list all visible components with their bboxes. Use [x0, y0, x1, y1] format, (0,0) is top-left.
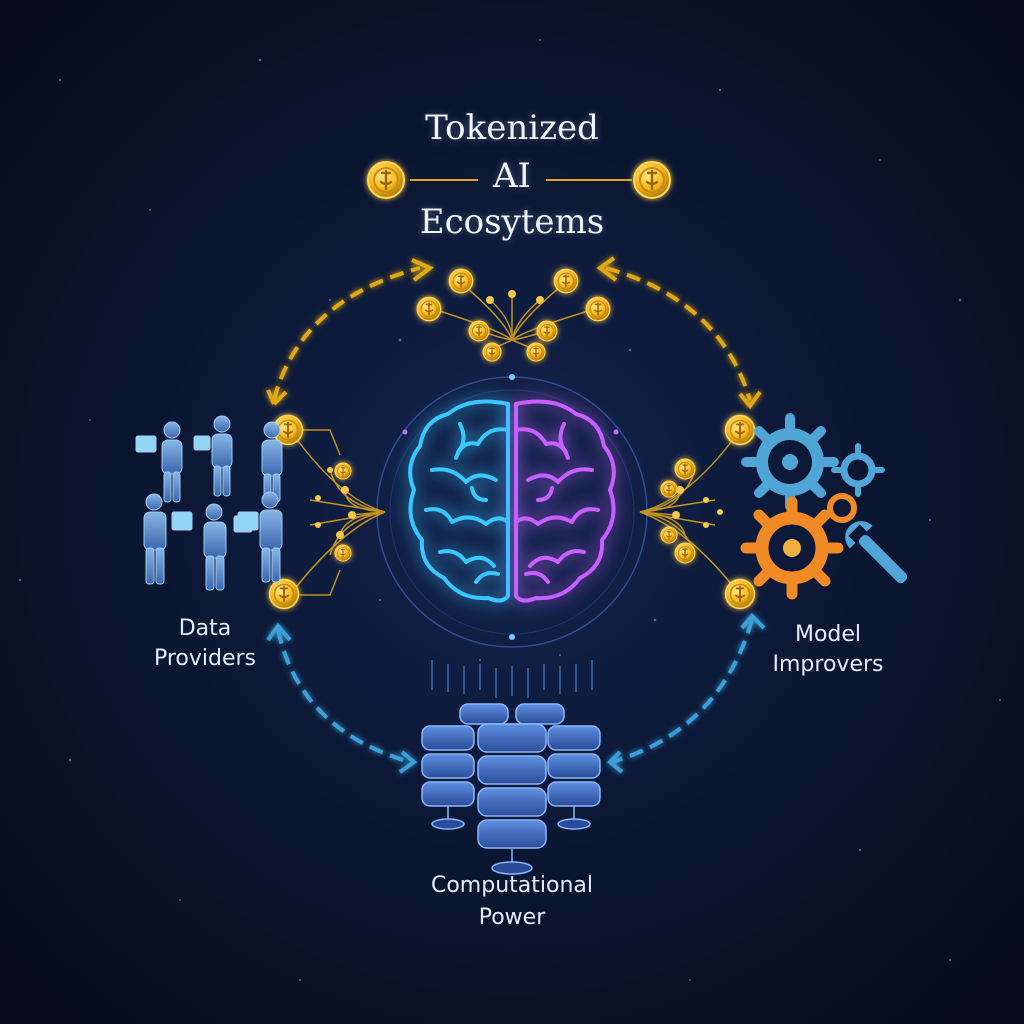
coin-icon: [416, 268, 611, 362]
model-improvers-label: Model Improvers: [772, 622, 884, 677]
server-data-lines: [431, 660, 593, 698]
data-providers-label: Data Providers: [153, 616, 257, 671]
brain-right-hemisphere: [514, 399, 616, 603]
people-icon: [135, 415, 283, 591]
chain-arrows: [266, 256, 766, 774]
brain-left-hemisphere: [408, 399, 510, 603]
title-line-3: Ecosytems: [419, 202, 605, 242]
wrench-icon: [845, 521, 908, 584]
chain-arrow-icon: [611, 619, 754, 764]
person: [135, 421, 183, 503]
token-fan-top: [416, 268, 611, 362]
server-stack: [421, 703, 601, 875]
star-field: [18, 39, 1001, 982]
title-connectors: [366, 160, 672, 200]
gears-icon: [740, 413, 885, 600]
title-line-2: AI: [493, 156, 531, 196]
chain-arrow-icon: [605, 266, 752, 401]
computational-power-label: Computational Power: [430, 873, 593, 930]
person: [261, 421, 283, 503]
chain-arrow-icon: [276, 629, 411, 764]
server-icon: [421, 660, 601, 875]
title-line-1: Tokenized: [425, 108, 599, 148]
chain-arrow-icon: [272, 266, 421, 401]
token-fan-right: [639, 414, 756, 610]
person: [143, 493, 193, 585]
brain-icon: [408, 399, 616, 603]
token-fan-left: [268, 414, 386, 610]
person: [193, 415, 233, 497]
person: [237, 491, 283, 583]
central-ring: [376, 374, 648, 648]
